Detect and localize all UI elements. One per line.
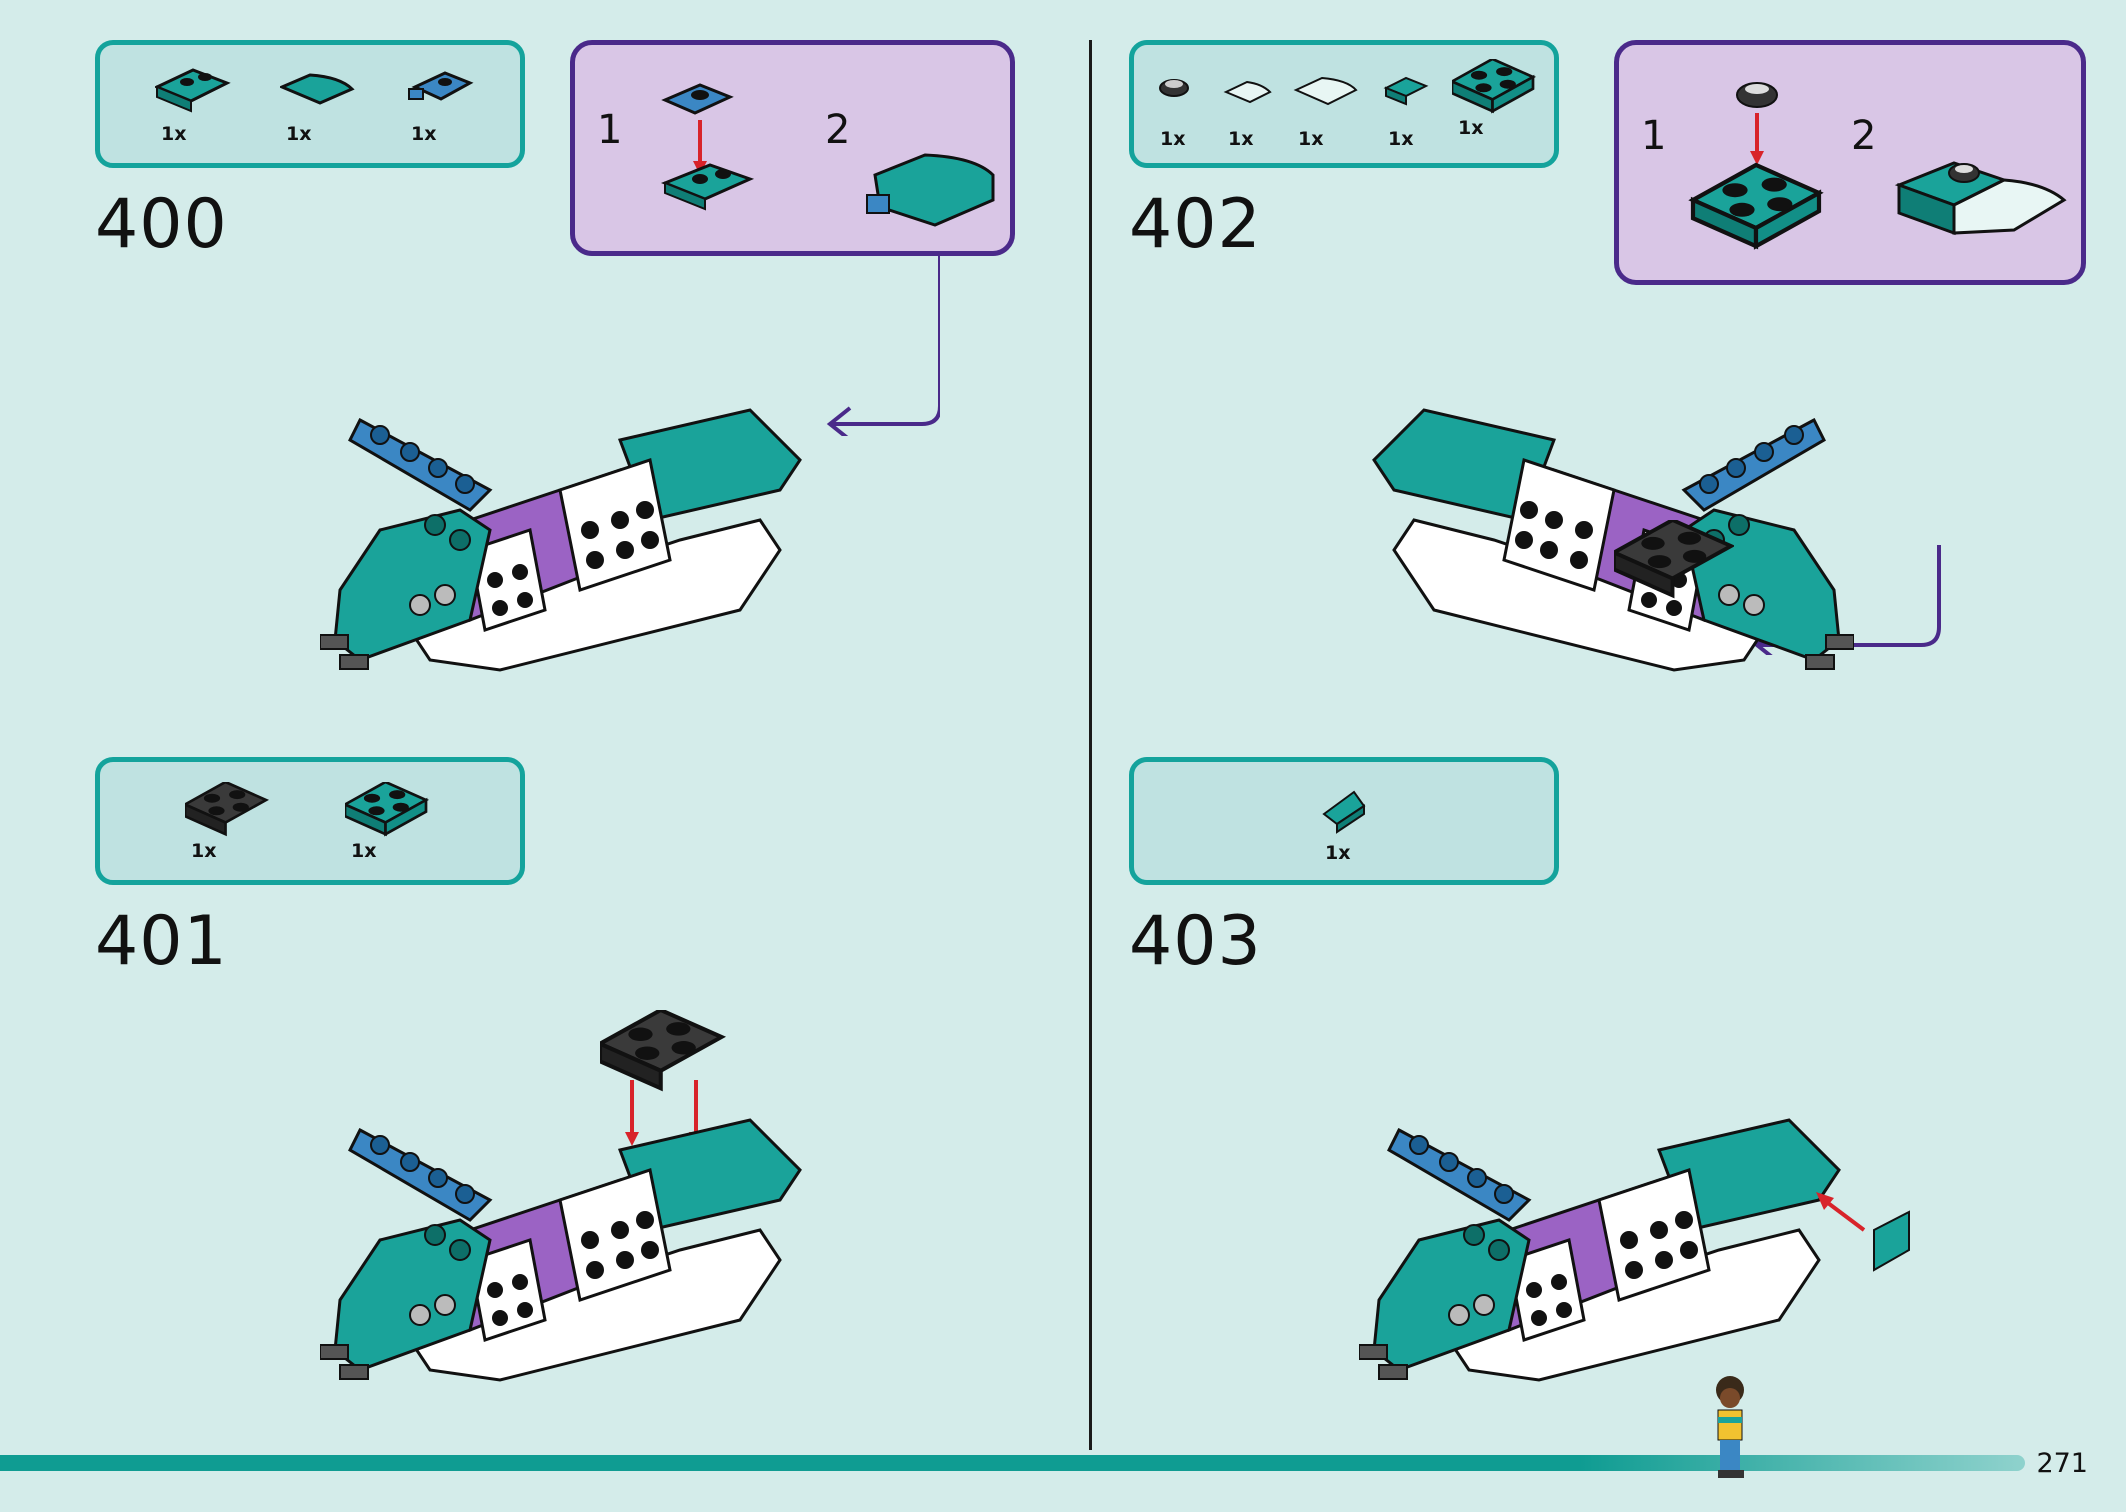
part-teal-wedge: 1x <box>1319 784 1409 864</box>
part-qty: 1x <box>411 123 437 145</box>
white-wedge-small-icon <box>1223 80 1272 104</box>
part-blue-clip-plate: 1x <box>405 65 495 145</box>
substep-2-assembly <box>1894 161 2067 236</box>
page-number: 271 <box>2036 1448 2088 1479</box>
step-400: 1x 1x 1x 400 1 2 <box>0 0 1063 720</box>
step-403: 1x 403 <box>1034 0 2097 1382</box>
part-qty: 1x <box>1325 842 1351 864</box>
step-number: 400 <box>95 185 228 264</box>
column-divider <box>1089 40 1092 1450</box>
part-teal-slope: 1x <box>280 65 370 145</box>
parts-callout: 1x <box>1129 757 1559 885</box>
teal-tile-icon <box>1383 76 1429 106</box>
substep-1-assembly <box>1687 82 1827 255</box>
parts-callout: 1x 1x <box>95 757 525 885</box>
part-qty: 1x <box>351 840 377 862</box>
white-wedge-large-icon <box>1293 76 1358 106</box>
part-qty: 1x <box>161 123 187 145</box>
part-teal-tile: 1x <box>1382 70 1472 150</box>
step-number: 403 <box>1129 902 1262 981</box>
part-qty: 1x <box>1228 128 1254 150</box>
substep-1-assembly <box>660 83 755 211</box>
black-plate-icon <box>185 782 270 837</box>
part-white-wedge-large: 1x <box>1292 70 1382 150</box>
substep-label: 2 <box>825 107 851 153</box>
step-401: 1x 1x 401 <box>0 0 1063 1382</box>
step-number: 402 <box>1129 185 1262 264</box>
part-qty: 1x <box>1298 128 1324 150</box>
black-round-tile-icon <box>1159 79 1189 97</box>
teal-slope-icon <box>280 73 355 105</box>
substep-label: 1 <box>597 107 623 153</box>
part-white-wedge-small: 1x <box>1222 70 1312 150</box>
part-qty: 1x <box>286 123 312 145</box>
substep-callout: 1 2 <box>1614 40 2086 285</box>
teal-wedge-icon <box>1322 790 1366 834</box>
falling-black-plate <box>600 1010 727 1092</box>
teal-wedge-insert <box>1816 1192 1910 1272</box>
model-step-401 <box>320 1118 802 1382</box>
part-black-plate: 1x <box>185 782 275 862</box>
model-step-403 <box>1359 1118 1841 1382</box>
step-402: 1x 1x 1x 1x 1x 402 1 2 <box>1034 0 2097 720</box>
blue-clip-icon <box>408 71 474 101</box>
substep-2-assembly <box>866 153 995 227</box>
part-qty: 1x <box>1458 117 1484 139</box>
part-teal-plate-2x2: 1x <box>345 782 435 862</box>
part-black-round-tile: 1x <box>1154 70 1244 150</box>
substep-label: 2 <box>1851 113 1877 159</box>
teal-plate-icon <box>155 68 231 113</box>
parts-callout: 1x 1x 1x <box>95 40 525 168</box>
part-teal-plate-2x2: 1x <box>1452 59 1542 139</box>
part-qty: 1x <box>1160 128 1186 150</box>
part-qty: 1x <box>1388 128 1414 150</box>
minifigure-icon <box>1716 1376 1744 1478</box>
substep-callout: 1 2 <box>570 40 1015 256</box>
footer-progress-bar <box>0 1455 2025 1471</box>
part-teal-plate: 1x <box>155 65 245 145</box>
step-number: 401 <box>95 902 228 981</box>
teal-plate-2x2-icon <box>345 782 428 836</box>
substep-label: 1 <box>1641 113 1667 159</box>
parts-callout: 1x 1x 1x 1x 1x <box>1129 40 1559 168</box>
part-qty: 1x <box>191 840 217 862</box>
black-plate-on-model <box>1614 520 1734 599</box>
